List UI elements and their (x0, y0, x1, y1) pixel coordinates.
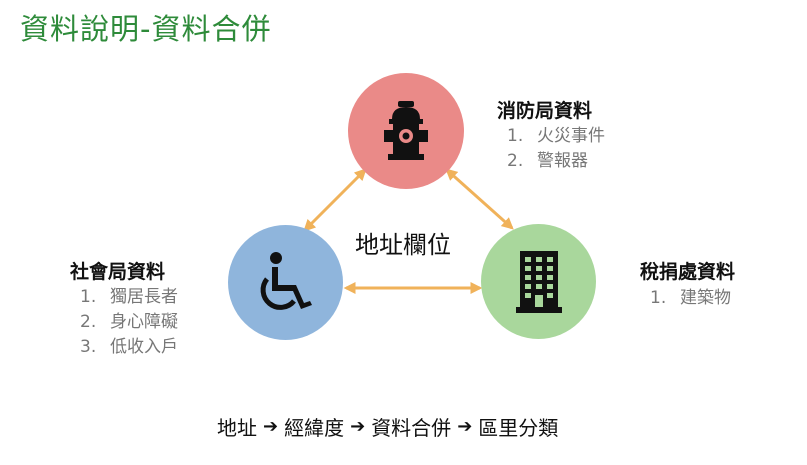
arrow-right-icon: ➔ (457, 416, 473, 437)
page-title: 資料說明-資料合併 (20, 12, 272, 46)
tax-office-title: 稅捐處資料 (640, 261, 736, 283)
tax-office-list: 1.建築物 (650, 286, 731, 311)
fire-department-node (348, 73, 464, 189)
flow-step: 區里分類 (478, 416, 559, 440)
building-icon (515, 250, 562, 313)
arrow-fire-social (303, 168, 367, 232)
social-welfare-title: 社會局資料 (70, 261, 166, 283)
list-item: 2.警報器 (507, 151, 588, 171)
list-item: 1.建築物 (650, 288, 731, 308)
arrow-right-icon: ➔ (350, 416, 366, 437)
list-item: 1.獨居長者 (80, 287, 178, 307)
fire-hydrant-icon (384, 101, 428, 160)
fire-department-title: 消防局資料 (497, 100, 593, 122)
process-flow: 地址 ➔ 經緯度 ➔ 資料合併 ➔ 區里分類 (217, 412, 558, 441)
list-item: 3.低收入戶 (80, 337, 178, 357)
social-welfare-list: 1.獨居長者 2.身心障礙 3.低收入戶 (80, 285, 178, 360)
list-item: 1.火災事件 (507, 126, 605, 146)
flow-step: 經緯度 (284, 416, 345, 440)
tax-office-node (481, 224, 596, 339)
flow-step: 地址 (217, 416, 257, 440)
address-field-label: 地址欄位 (355, 231, 451, 259)
arrow-right-icon: ➔ (263, 416, 279, 437)
fire-department-list: 1.火災事件 2.警報器 (507, 124, 605, 174)
social-welfare-node (228, 225, 343, 340)
arrow-fire-tax (445, 168, 514, 230)
flow-step: 資料合併 (371, 416, 452, 440)
wheelchair-icon (260, 251, 312, 310)
list-item: 2.身心障礙 (80, 312, 178, 332)
